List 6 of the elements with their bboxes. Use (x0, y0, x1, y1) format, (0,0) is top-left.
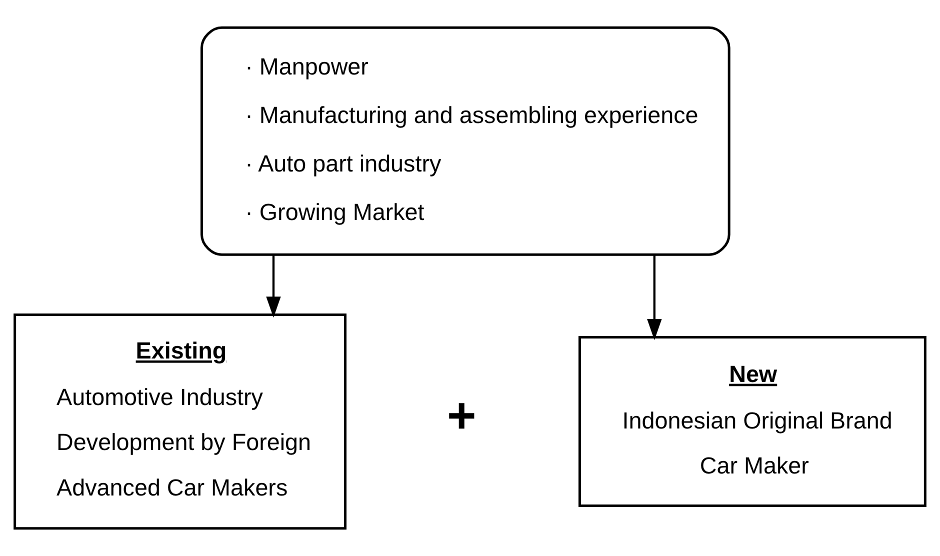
label: + (447, 387, 476, 444)
arrow (266, 255, 281, 318)
node-box: Existing Automotive Industry Development by Foreign Advanced Car Makers (14, 313, 346, 530)
node-box: New Indonesian Original Brand Car Maker (578, 336, 926, 508)
node-box: · Manpower · Manufacturing and assembling experience · Auto part industry · Growing Market (200, 26, 730, 256)
arrow (647, 255, 662, 340)
